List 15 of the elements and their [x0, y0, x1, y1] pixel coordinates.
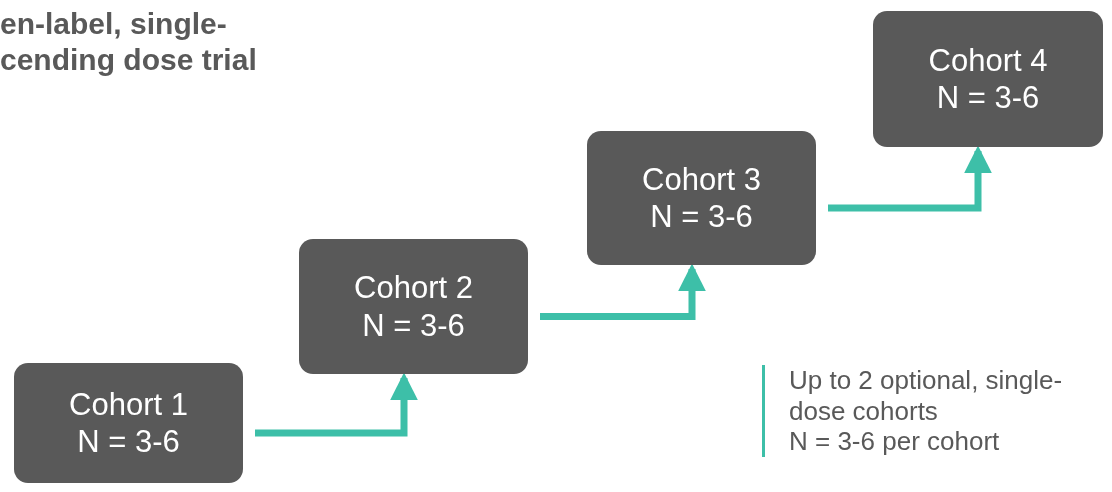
- cohort-box: [587, 131, 816, 265]
- box-label: N = 3-6: [936, 79, 1040, 117]
- box-label: Cohort 4: [928, 41, 1048, 79]
- box-label: Cohort 2: [354, 269, 473, 307]
- note-text: Up to 2 optional, single-dose cohorts: [789, 365, 1064, 427]
- box-label: N = 3-6: [77, 423, 180, 461]
- box-label: Cohort 3: [642, 160, 761, 198]
- cohort-box: [299, 239, 528, 374]
- title: en-label, single- cending dose trial: [0, 6, 258, 78]
- box-label: N = 3-6: [362, 306, 465, 344]
- note-text: N = 3-6 per cohort: [789, 426, 1001, 457]
- box-label: N = 3-6: [650, 198, 753, 236]
- cohort-box: [14, 363, 243, 483]
- cohort-box: [873, 11, 1103, 147]
- box-label: Cohort 1: [69, 385, 188, 423]
